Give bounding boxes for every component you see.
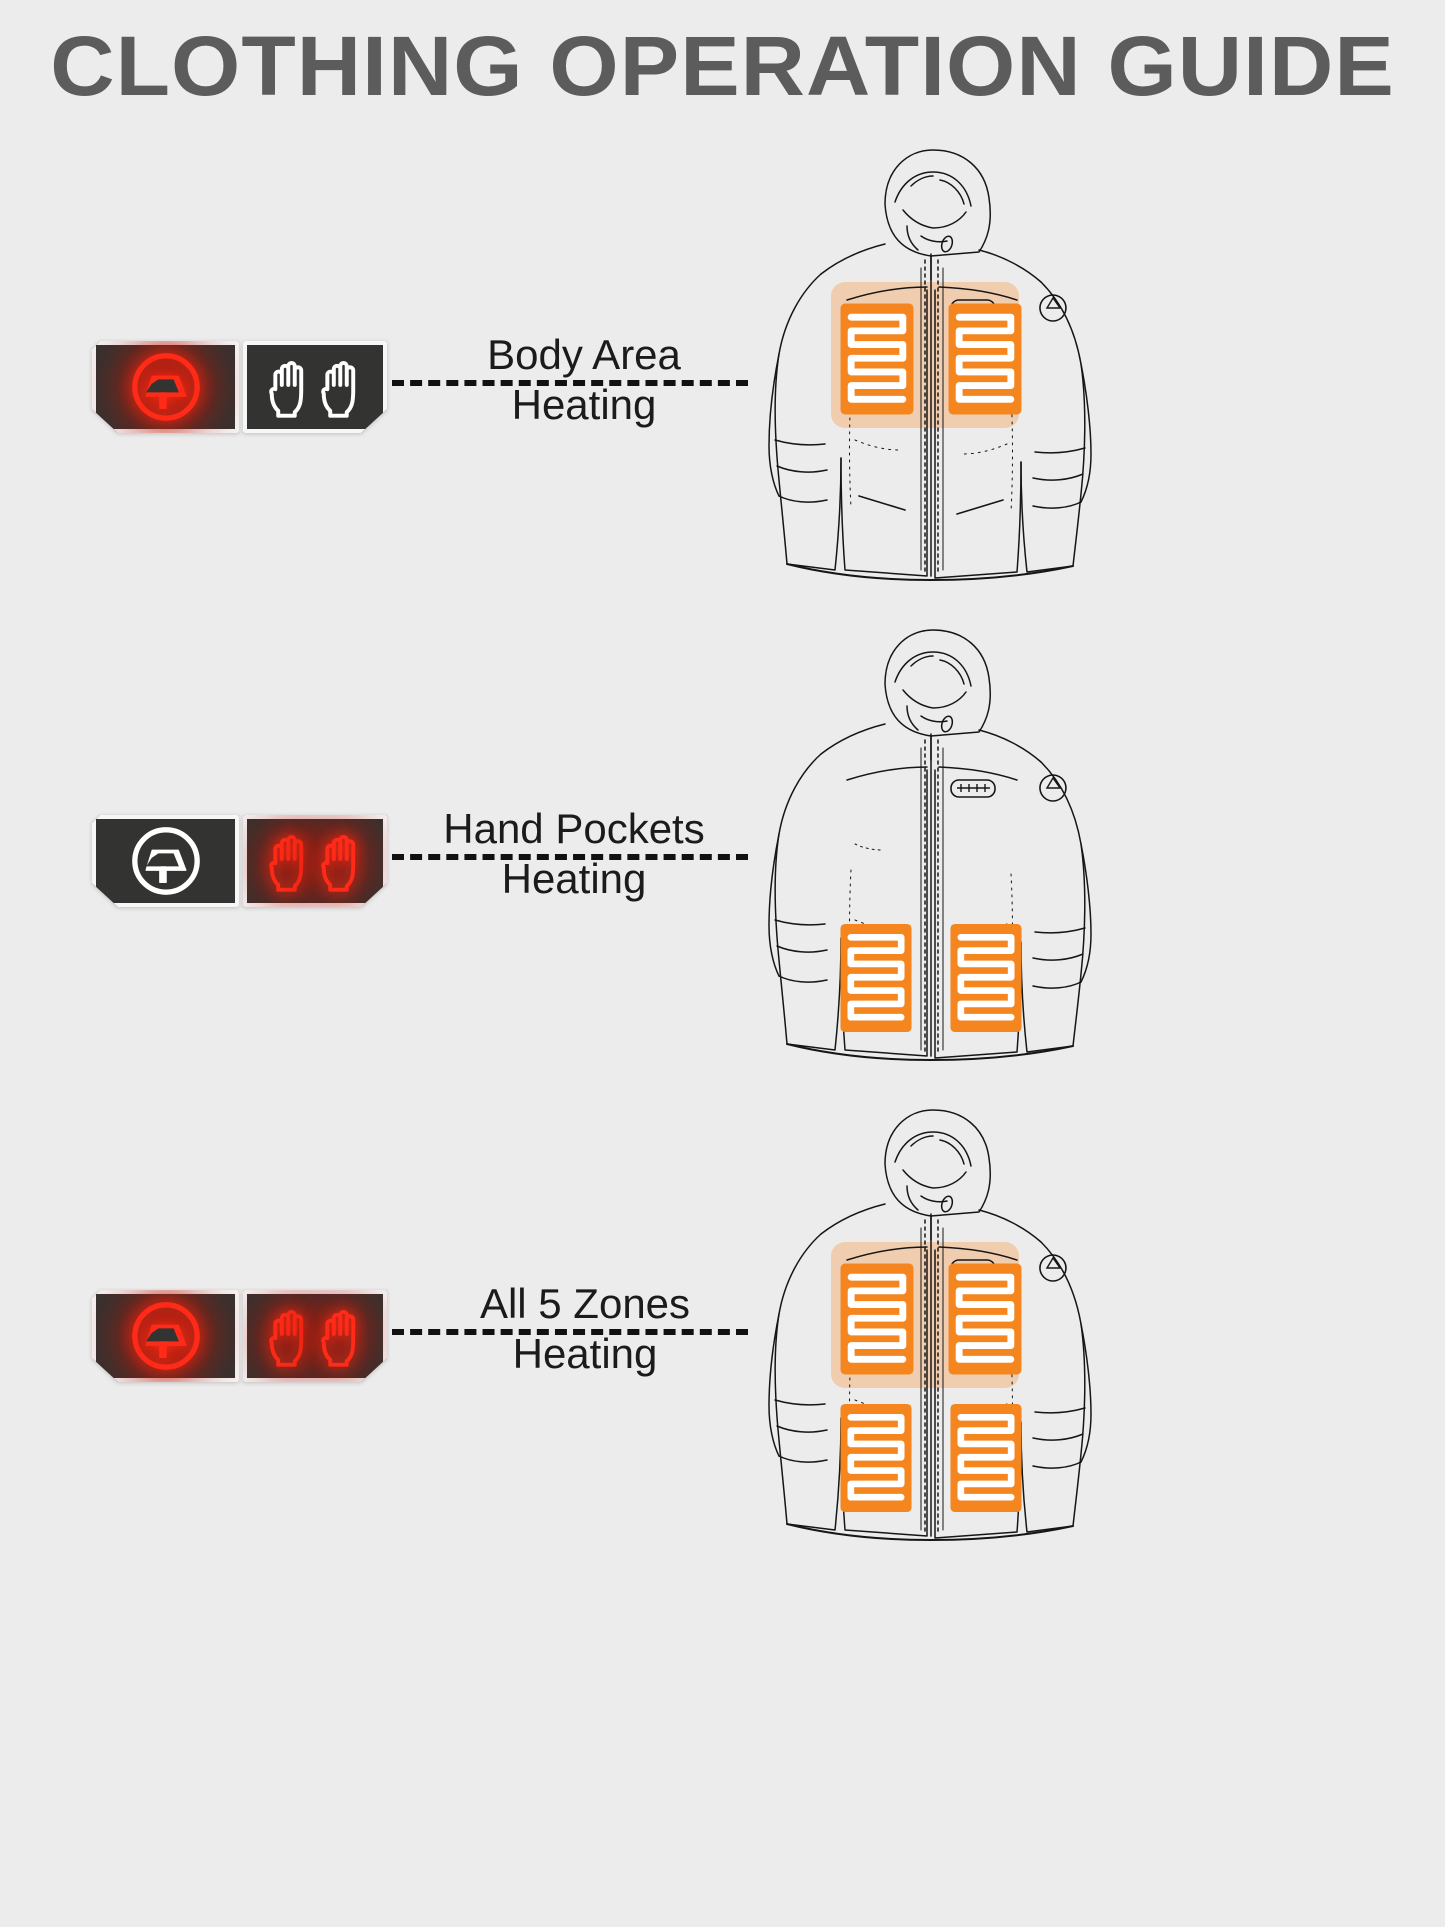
body-torso-icon xyxy=(128,1298,204,1374)
heating-pad-chest-left xyxy=(841,1264,914,1375)
row-label-line2: Heating xyxy=(511,381,657,428)
connector-dashed-line xyxy=(392,1329,748,1335)
jacket-line-art xyxy=(735,1100,1115,1570)
row-label: Body Area Heating xyxy=(418,330,750,430)
jacket-illustration xyxy=(735,140,1115,615)
guide-row-hand-pockets: Hand Pockets Heating xyxy=(0,620,1445,1180)
guide-row-body-area: Body Area Heating xyxy=(0,140,1445,700)
body-zone-button[interactable] xyxy=(92,1290,239,1382)
control-panel[interactable] xyxy=(92,815,387,907)
page-title: CLOTHING OPERATION GUIDE xyxy=(50,19,1395,113)
body-torso-icon xyxy=(128,823,204,899)
hand-pair-icon xyxy=(266,830,312,892)
heating-pad-chest-right xyxy=(949,304,1022,415)
jacket-line-art xyxy=(735,620,1115,1090)
row-label-line2: Heating xyxy=(512,1330,658,1377)
connector-dashed-line xyxy=(392,380,748,386)
row-label-line1: Hand Pockets xyxy=(443,805,705,852)
heating-pad-pocket-right xyxy=(950,924,1021,1032)
heating-pad-chest-right xyxy=(949,1264,1022,1375)
row-label: Hand Pockets Heating xyxy=(398,804,750,904)
hand-pair-icon-2 xyxy=(318,356,364,418)
row-label-line1: Body Area xyxy=(487,331,681,378)
hand-pair-icon xyxy=(266,356,312,418)
control-panel[interactable] xyxy=(92,1290,387,1382)
hand-pair-icon xyxy=(266,1305,312,1367)
body-zone-button[interactable] xyxy=(92,341,239,433)
row-label-line2: Heating xyxy=(501,855,647,902)
hand-pocket-button[interactable] xyxy=(243,815,387,907)
hand-pocket-button[interactable] xyxy=(243,341,387,433)
hand-pair-icon-2 xyxy=(318,1305,364,1367)
hand-pocket-button[interactable] xyxy=(243,1290,387,1382)
jacket-illustration xyxy=(735,620,1115,1095)
heating-pad-pocket-left xyxy=(840,1404,911,1512)
heating-pad-chest-left xyxy=(841,304,914,415)
heating-pad-pocket-right xyxy=(950,1404,1021,1512)
jacket-line-art xyxy=(735,140,1115,610)
body-torso-icon xyxy=(128,349,204,425)
connector-dashed-line xyxy=(392,854,748,860)
row-label-line1: All 5 Zones xyxy=(479,1280,691,1327)
row-label: All 5 Zones Heating xyxy=(420,1279,750,1379)
hand-pair-icon-2 xyxy=(318,830,364,892)
control-panel[interactable] xyxy=(92,341,387,433)
guide-row-all-zones: All 5 Zones Heating xyxy=(0,1100,1445,1660)
heating-pad-pocket-left xyxy=(840,924,911,1032)
body-zone-button[interactable] xyxy=(92,815,239,907)
jacket-illustration xyxy=(735,1100,1115,1575)
